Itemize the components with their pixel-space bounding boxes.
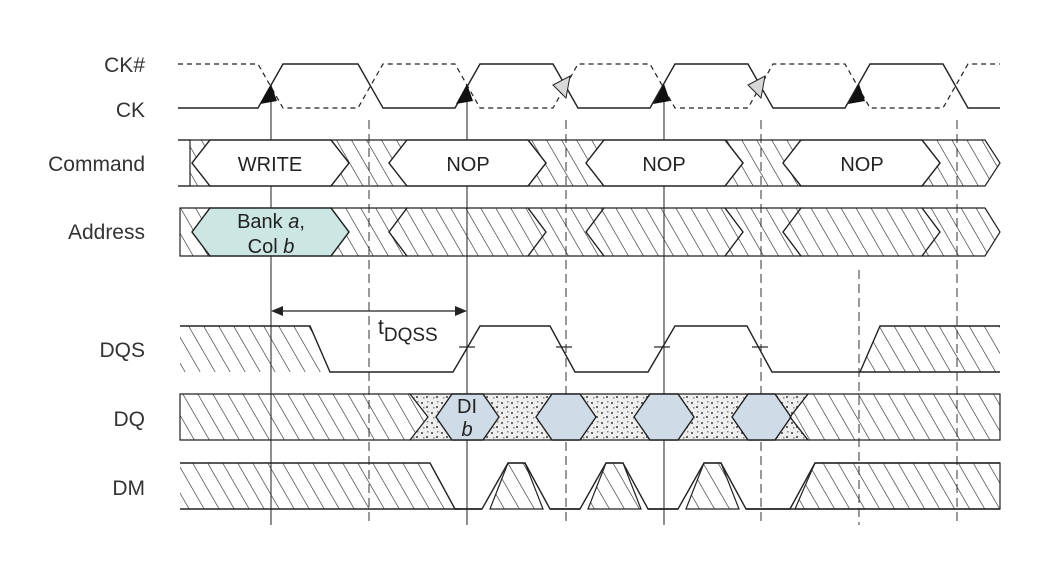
address-col-label: Col b: [248, 236, 295, 258]
ck-waveform: [178, 63, 1000, 109]
dqs-waveform: [180, 325, 1000, 373]
command-bus: [178, 139, 1001, 187]
signal-label-command: Command: [48, 153, 145, 176]
dq-data-in-label: DI: [457, 396, 477, 418]
command-nop-3: NOP: [840, 154, 883, 176]
signal-label-ck: CK: [116, 99, 145, 122]
address-bank-label: Bank a,: [237, 211, 305, 233]
command-nop-2: NOP: [642, 154, 685, 176]
address-bus: [179, 207, 1001, 257]
signal-label-ck-n: CK#: [104, 54, 145, 77]
command-nop-1: NOP: [446, 154, 489, 176]
dq-waveform: [179, 393, 1001, 441]
signal-label-dq: DQ: [114, 408, 146, 431]
dq-data-in-index: b: [461, 419, 472, 441]
tdqss-arrow: [271, 306, 467, 316]
tdqss-label: tDQSS: [378, 316, 438, 346]
signal-label-address: Address: [68, 221, 145, 244]
signal-label-dm: DM: [112, 477, 145, 500]
ck-n-waveform: [178, 63, 1000, 109]
command-write: WRITE: [238, 154, 302, 176]
clock-rising-edge-markers: [260, 84, 865, 104]
clock-edge-guides: [270, 90, 958, 525]
clock-falling-edge-markers: [552, 75, 766, 100]
dm-waveform: [180, 462, 1001, 510]
signal-label-dqs: DQS: [99, 339, 145, 362]
